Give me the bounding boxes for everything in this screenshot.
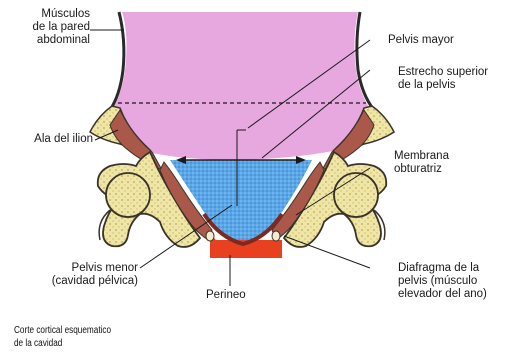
caption-line1: Corte cortical esquematico xyxy=(14,324,111,337)
label-diafragma-line1: Diafragma de la xyxy=(398,262,487,275)
label-perineo-line1: Perineo xyxy=(206,289,246,302)
label-estrecho-line1: Estrecho superior xyxy=(398,66,488,79)
abdominal-cavity xyxy=(112,12,372,160)
label-estrecho: Estrecho superior de la pelvis xyxy=(398,66,488,92)
label-pelvis-menor-line1: Pelvis menor xyxy=(0,262,138,275)
label-pelvis-mayor-line1: Pelvis mayor xyxy=(388,34,454,47)
caption: Corte cortical esquematico de la cavidad xyxy=(14,324,111,350)
label-musculos-line3: abdominal xyxy=(0,34,90,47)
diaphragm-anchor-left xyxy=(206,231,214,241)
caption-line2: de la cavidad xyxy=(14,337,111,350)
femoral-head-right xyxy=(334,173,378,217)
diaphragm-anchor-right xyxy=(272,231,280,241)
label-membrana: Membrana obturatriz xyxy=(394,150,449,176)
label-musculos-line2: de la pared xyxy=(0,21,90,34)
label-diafragma-line3: elevador del ano) xyxy=(398,288,487,301)
label-pelvis-mayor: Pelvis mayor xyxy=(388,34,454,47)
label-membrana-line2: obturatriz xyxy=(394,163,449,176)
label-ala-ilion-line1: Ala del ilion xyxy=(0,133,93,146)
label-pelvis-menor: Pelvis menor (cavidad pélvica) xyxy=(0,262,138,288)
label-diafragma: Diafragma de la pelvis (músculo elevador… xyxy=(398,262,487,301)
label-ala-ilion: Ala del ilion xyxy=(0,133,93,146)
label-estrecho-line2: de la pelvis xyxy=(398,79,488,92)
label-musculos: Músculos de la pared abdominal xyxy=(0,8,90,47)
femoral-head-left xyxy=(106,173,150,217)
label-diafragma-line2: pelvis (músculo xyxy=(398,275,487,288)
label-perineo: Perineo xyxy=(206,289,246,302)
label-pelvis-menor-line2: (cavidad pélvica) xyxy=(0,275,138,288)
label-musculos-line1: Músculos xyxy=(0,8,90,21)
label-membrana-line1: Membrana xyxy=(394,150,449,163)
